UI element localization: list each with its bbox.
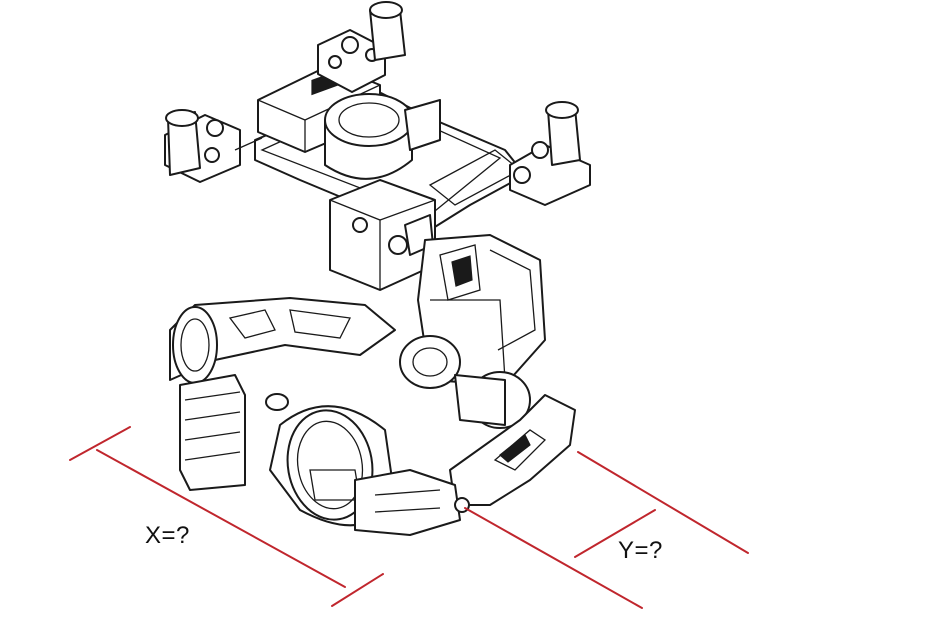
x-dimension-label: X=?	[145, 522, 190, 549]
y-dimension-line	[574, 509, 656, 558]
y-dimension-lines	[464, 451, 749, 609]
x-dimension-lines	[69, 426, 384, 607]
tilt-motor	[399, 335, 531, 429]
damper-mount-right	[509, 101, 591, 206]
bottom-bracket	[354, 469, 470, 536]
y-extension-line	[577, 451, 749, 554]
camera-cradle-ring	[269, 405, 396, 527]
top-motor-housing	[324, 93, 441, 180]
damper-mount-left	[164, 109, 263, 183]
damper-mount-top	[317, 1, 406, 93]
x-extension-line-left	[69, 426, 131, 461]
y-axis-line	[464, 507, 643, 609]
side-battery-pack	[179, 374, 289, 491]
x-dimension-line	[96, 449, 346, 588]
pan-motor-block	[329, 179, 436, 291]
x-extension-line-right	[331, 573, 384, 607]
y-dimension-label: Y=?	[618, 537, 663, 564]
left-arm	[169, 297, 396, 384]
